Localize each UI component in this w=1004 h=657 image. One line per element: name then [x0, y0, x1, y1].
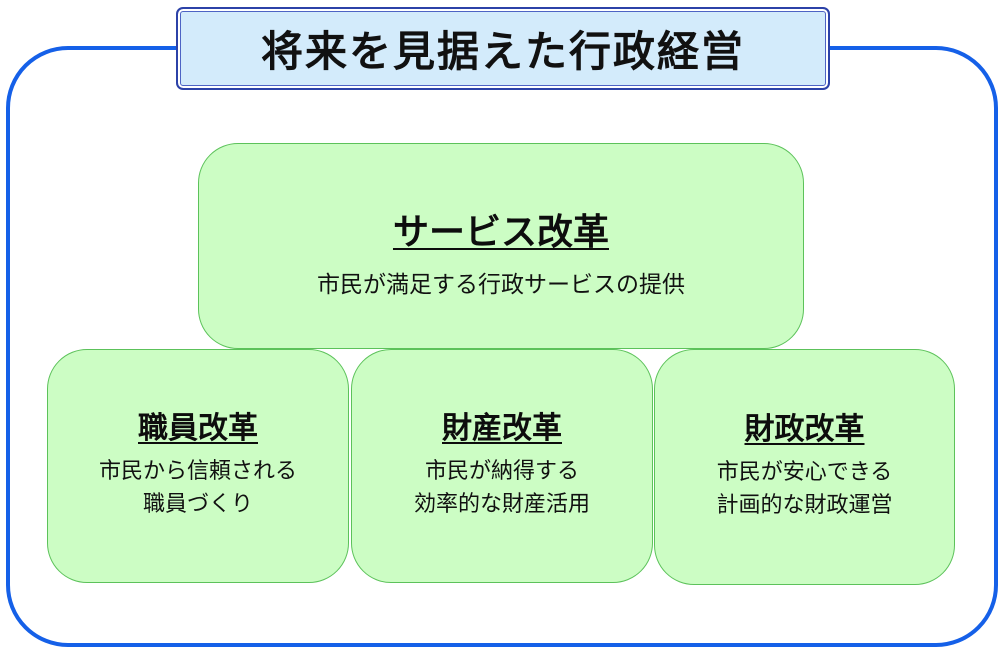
staff-reform-card: 職員改革 市民から信頼される 職員づくり [47, 349, 349, 583]
property-reform-line-2: 効率的な財産活用 [413, 492, 590, 517]
finance-reform-card: 財政改革 市民が安心できる 計画的な財政運営 [654, 349, 955, 585]
finance-reform-line-2: 計画的な財政運営 [716, 493, 893, 518]
staff-reform-line-1: 市民から信頼される [98, 459, 297, 484]
property-reform-heading: 財産改革 [442, 411, 562, 446]
title-box: 将来を見据えた行政経営 [176, 7, 830, 90]
service-reform-description: 市民が満足する行政サービスの提供 [317, 272, 685, 298]
staff-reform-description: 市民から信頼される 職員づくり [99, 455, 297, 521]
finance-reform-description: 市民が安心できる 計画的な財政運営 [716, 456, 892, 522]
service-reform-heading: サービス改革 [392, 212, 609, 253]
finance-reform-line-1: 市民が安心できる [716, 460, 893, 485]
service-reform-card: サービス改革 市民が満足する行政サービスの提供 [198, 143, 804, 349]
property-reform-card: 財産改革 市民が納得する 効率的な財産活用 [351, 349, 653, 583]
staff-reform-heading: 職員改革 [138, 411, 258, 446]
property-reform-line-1: 市民が納得する [424, 459, 579, 484]
diagram-title: 将来を見据えた行政経営 [260, 27, 745, 76]
staff-reform-line-2: 職員づくり [142, 492, 253, 517]
finance-reform-heading: 財政改革 [744, 412, 865, 447]
property-reform-description: 市民が納得する 効率的な財産活用 [414, 455, 590, 521]
